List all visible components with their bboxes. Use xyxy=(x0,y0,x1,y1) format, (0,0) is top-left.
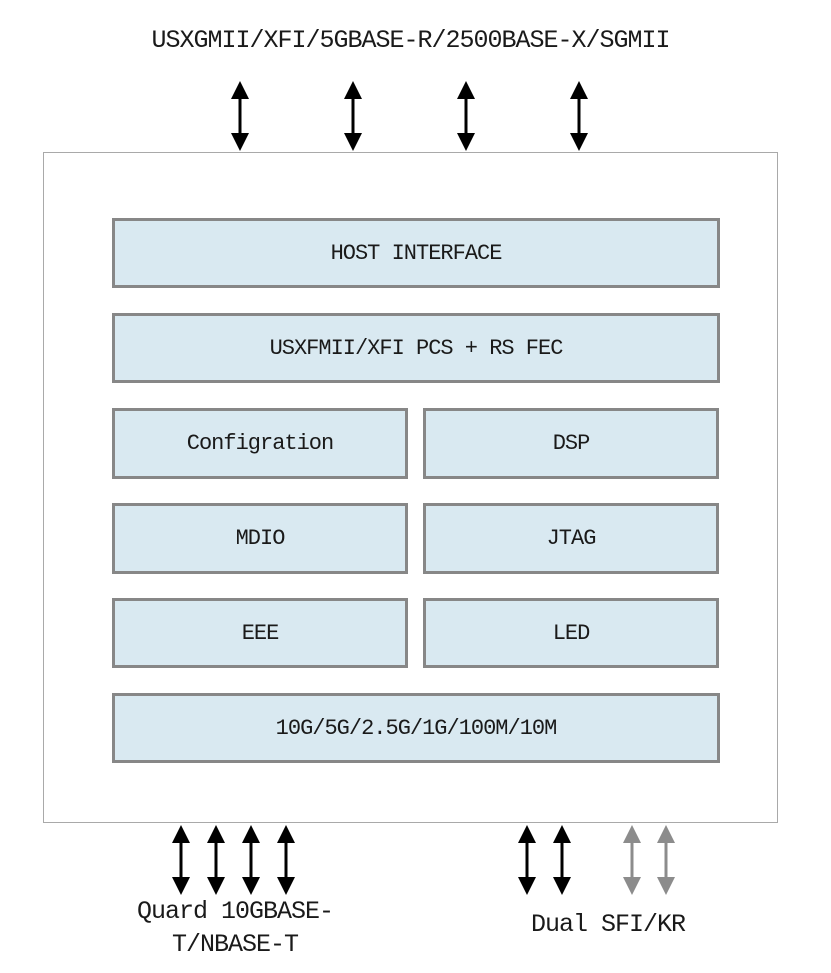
block-pcs-rsfec-label: USXFMII/XFI PCS + RS FEC xyxy=(269,335,564,361)
double-arrow-icon xyxy=(277,825,295,895)
double-arrow-icon xyxy=(518,825,536,895)
block-mdio-label: MDIO xyxy=(235,526,286,551)
block-led: LED xyxy=(423,598,719,668)
block-speeds: 10G/5G/2.5G/1G/100M/10M xyxy=(112,693,720,763)
block-pcs-rsfec: USXFMII/XFI PCS + RS FEC xyxy=(112,313,720,383)
block-dsp: DSP xyxy=(423,408,719,479)
bottom-left-arrows xyxy=(170,825,297,895)
double-arrow-icon xyxy=(172,825,190,895)
double-arrow-icon xyxy=(344,81,362,151)
bottom-right-gray-arrows xyxy=(621,825,677,895)
block-host-interface-label: HOST INTERFACE xyxy=(330,240,503,266)
double-arrow-icon xyxy=(457,81,475,151)
block-led-label: LED xyxy=(552,620,591,646)
double-arrow-icon xyxy=(623,825,641,895)
bottom-left-port-label-line1: Quard 10GBASE- xyxy=(136,897,334,926)
block-configuration-label: Configration xyxy=(186,431,334,456)
bottom-left-port-label-line2: T/NBASE-T xyxy=(171,930,299,959)
top-arrows xyxy=(229,81,590,151)
double-arrow-icon xyxy=(231,81,249,151)
block-eee-label: EEE xyxy=(241,620,280,646)
block-mdio: MDIO xyxy=(112,503,408,574)
bottom-right-port-label: Dual SFI/KR xyxy=(530,910,686,939)
block-jtag: JTAG xyxy=(423,503,719,574)
block-speeds-label: 10G/5G/2.5G/1G/100M/10M xyxy=(275,715,558,741)
double-arrow-icon xyxy=(570,81,588,151)
block-jtag-label: JTAG xyxy=(546,526,597,551)
double-arrow-icon xyxy=(242,825,260,895)
block-eee: EEE xyxy=(112,598,408,668)
double-arrow-icon xyxy=(553,825,571,895)
double-arrow-icon xyxy=(207,825,225,895)
top-interface-label: USXGMII/XFI/5GBASE-R/2500BASE-X/SGMII xyxy=(151,26,670,55)
double-arrow-icon xyxy=(657,825,675,895)
block-dsp-label: DSP xyxy=(552,431,591,456)
bottom-right-black-arrows xyxy=(516,825,573,895)
block-configuration: Configration xyxy=(112,408,408,479)
block-host-interface: HOST INTERFACE xyxy=(112,218,720,288)
bottom-left-port-label: Quard 10GBASE- T/NBASE-T xyxy=(110,895,360,961)
